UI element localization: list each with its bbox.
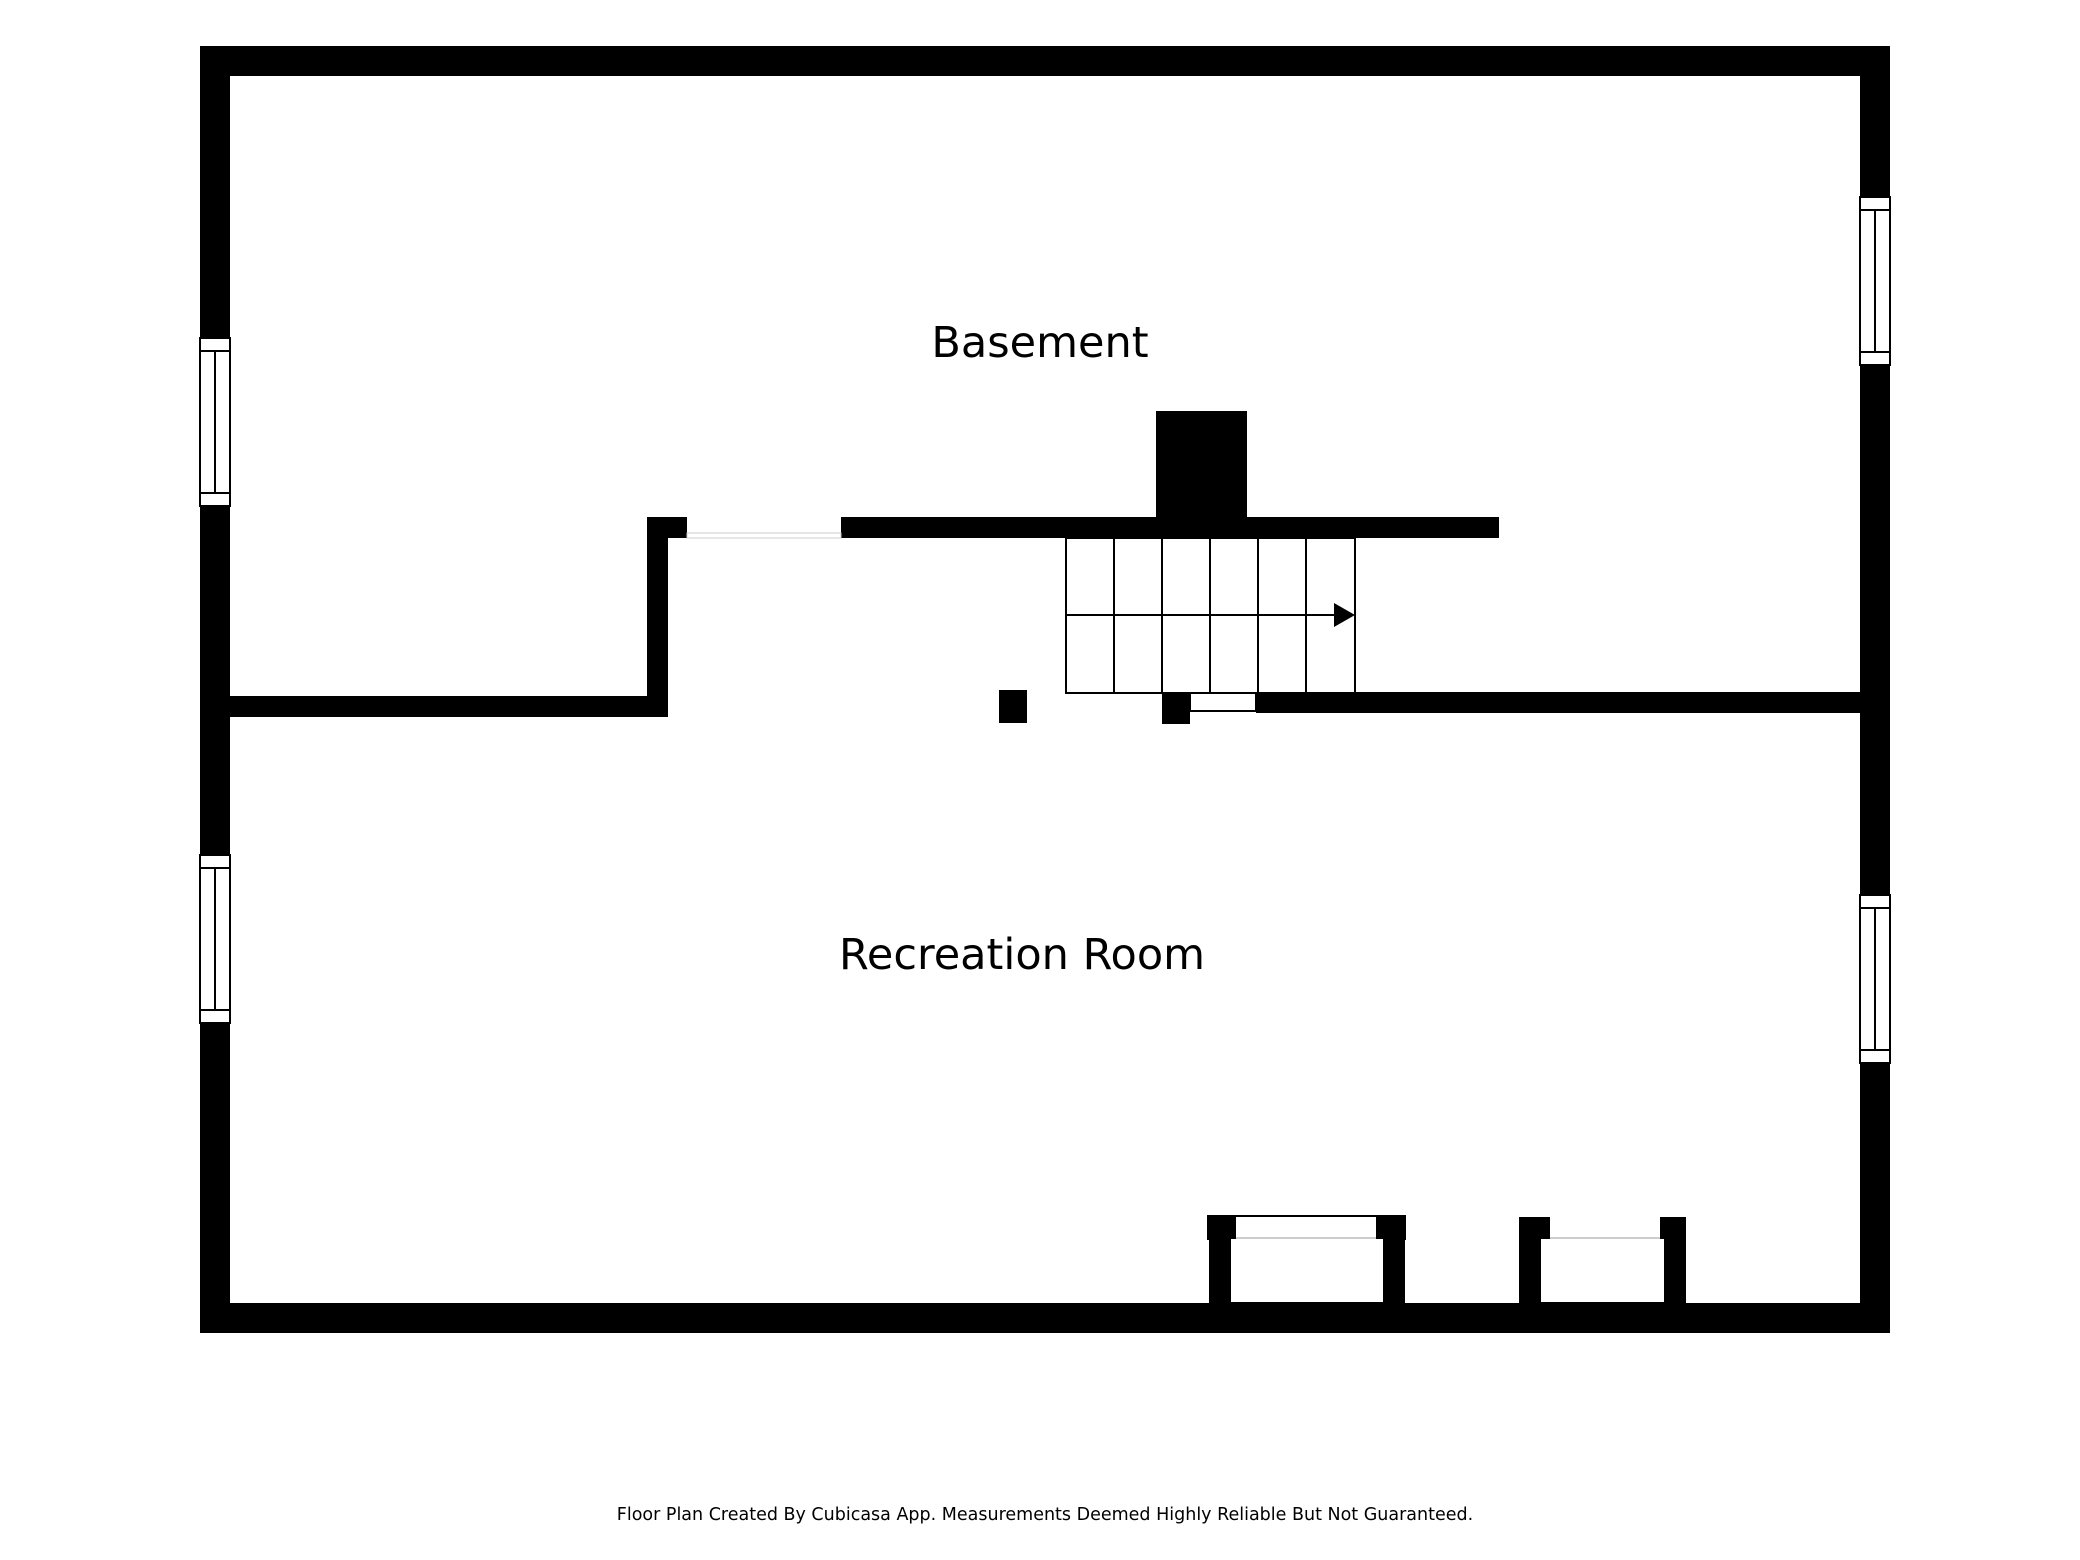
- window-left-lower: [199, 854, 231, 1024]
- window-right-lower: [1859, 894, 1891, 1064]
- outer-wall-left: [200, 46, 230, 1333]
- alcove-left-frame: [1209, 1217, 1404, 1239]
- outer-wall-bottom: [200, 1303, 1890, 1333]
- divider-wall-stub: [647, 517, 687, 538]
- room-label-basement: Basement: [931, 318, 1148, 368]
- support-column-right: [1162, 694, 1190, 724]
- footer-disclaimer: Floor Plan Created By Cubicasa App. Meas…: [617, 1505, 1473, 1525]
- door-threshold: [1189, 692, 1257, 712]
- staircase: [1065, 537, 1356, 694]
- divider-wall-left: [200, 696, 668, 717]
- support-column-left: [999, 690, 1027, 723]
- alcove-right: [1519, 1217, 1686, 1333]
- chimney-block: [1156, 411, 1247, 521]
- window-left-upper: [199, 337, 231, 507]
- divider-wall-vertical: [647, 517, 668, 717]
- outer-walls: [200, 46, 1890, 1333]
- outer-wall-top: [200, 46, 1890, 76]
- stair-direction-arrow-icon: [1334, 603, 1355, 627]
- passage-opening: [686, 532, 842, 539]
- interior-walls: [200, 411, 1890, 724]
- window-right-upper: [1859, 196, 1891, 366]
- room-label-recreation-room: Recreation Room: [839, 930, 1205, 980]
- stair-wall-top: [841, 517, 1499, 538]
- divider-wall-right: [1256, 692, 1890, 713]
